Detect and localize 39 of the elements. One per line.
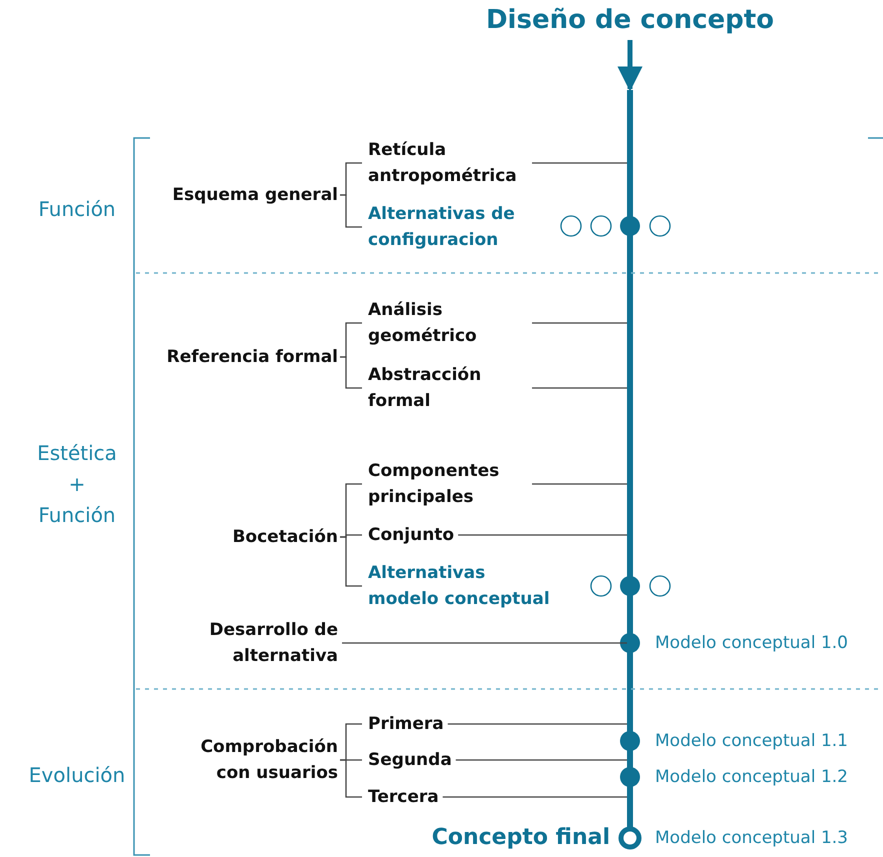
bracket-line xyxy=(340,536,362,587)
connector-line xyxy=(532,322,627,324)
step-label: Primera xyxy=(368,711,444,737)
step-label: Abstracción formal xyxy=(368,362,528,414)
stage-heading: Bocetación xyxy=(138,524,338,550)
step-label: Componentes principales xyxy=(368,458,528,510)
timeline-drawing xyxy=(618,90,642,850)
section-label: Estética + Función xyxy=(36,440,118,528)
connector-line xyxy=(532,162,627,164)
model-version-label: Modelo conceptual 1.0 xyxy=(655,632,848,654)
bracket-line xyxy=(340,759,362,798)
connector-line xyxy=(442,796,627,798)
connector-line xyxy=(458,534,627,536)
stage-heading: Desarrollo de alternativa xyxy=(188,617,338,669)
stage-heading: Referencia formal xyxy=(138,344,338,370)
section-label: Evolución xyxy=(28,762,126,788)
arrow xyxy=(618,40,642,92)
connector-line xyxy=(532,483,627,485)
stage-heading: Comprobación con usuarios xyxy=(188,734,338,786)
bracket-line xyxy=(340,194,362,228)
step-label: Conjunto xyxy=(368,522,454,548)
alternatives-label: Alternativas de configuracion xyxy=(368,201,530,253)
diagram-title: Diseño de concepto xyxy=(460,2,800,38)
step-label: Retícula antropométrica xyxy=(368,137,528,189)
alternatives-label: Alternativas modelo conceptual xyxy=(368,560,552,612)
step-label: Análisis geométrico xyxy=(368,297,528,349)
stage-heading: Esquema general xyxy=(138,182,338,208)
connector-line xyxy=(456,759,627,761)
section-label: Función xyxy=(37,196,117,222)
connector-line xyxy=(532,387,627,389)
bracket-line xyxy=(340,356,362,389)
step-label: Segunda xyxy=(368,747,452,773)
model-version-label: Modelo conceptual 1.3 xyxy=(655,827,848,849)
model-version-label: Modelo conceptual 1.2 xyxy=(655,766,848,788)
model-version-label: Modelo conceptual 1.1 xyxy=(655,730,848,752)
connector-line xyxy=(448,723,627,725)
step-label: Tercera xyxy=(368,784,439,810)
connector-line xyxy=(342,642,627,644)
end-label: Concepto final xyxy=(390,823,610,853)
